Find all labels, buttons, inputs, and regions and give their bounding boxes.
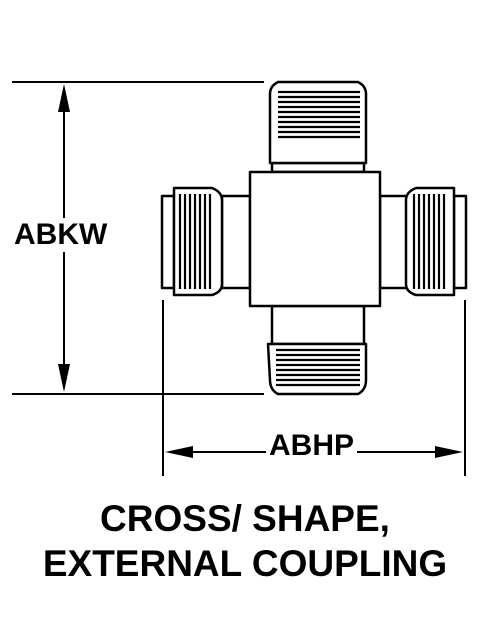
top-arm-knurl — [278, 90, 360, 139]
width-dimension-label: ABHP — [266, 429, 358, 463]
height-arrow-top — [58, 84, 70, 112]
right-arm — [378, 186, 468, 297]
left-arm-knurl — [178, 194, 212, 289]
width-arrow-left — [165, 446, 193, 458]
width-arrow-right — [435, 446, 463, 458]
right-arm-neck — [378, 194, 410, 290]
left-arm-nut — [172, 186, 224, 297]
height-dimension-label: ABKW — [12, 218, 110, 252]
height-arrow-bottom — [58, 364, 70, 392]
left-arm — [160, 186, 252, 297]
bottom-arm — [266, 304, 368, 396]
top-arm-neck — [270, 161, 366, 174]
right-arm-thread-ring — [452, 194, 468, 290]
left-arm-neck — [220, 194, 252, 290]
caption-line-2: EXTERNAL COUPLING — [42, 543, 448, 584]
bottom-arm-neck — [270, 304, 366, 346]
caption-line-1: CROSS/ SHAPE, — [100, 498, 390, 539]
right-arm-knurl — [412, 194, 446, 289]
left-arm-thread-ring — [160, 194, 176, 290]
bottom-arm-knurl — [276, 348, 360, 387]
top-arm — [268, 80, 368, 174]
center-body — [248, 170, 382, 308]
